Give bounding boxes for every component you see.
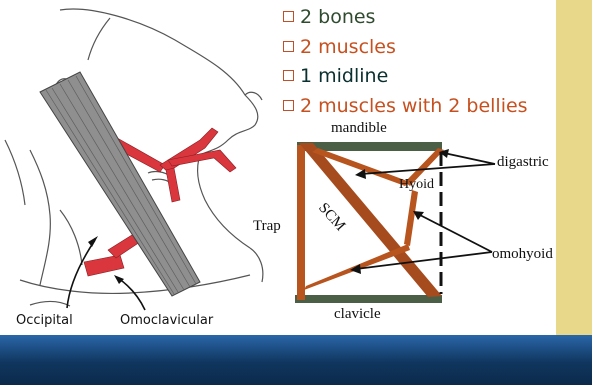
bullet-item: 2 bones	[283, 3, 528, 33]
bullet-item: 2 muscles with 2 bellies	[283, 92, 528, 122]
hyoid-label: Hyoid	[399, 177, 434, 193]
bullet-text: 2 muscles	[300, 36, 396, 58]
bullet-text: 1 midline	[300, 65, 388, 87]
mandible-label: mandible	[331, 120, 387, 137]
trapezius-band	[297, 145, 305, 300]
bullet-item: 2 muscles	[283, 33, 528, 63]
bullet-item: 1 midline	[283, 62, 528, 92]
bullet-square-icon	[283, 100, 294, 111]
bullet-list: 2 bones 2 muscles 1 midline 2 muscles wi…	[283, 3, 528, 121]
clavicle-label: clavicle	[334, 306, 381, 323]
bullet-text: 2 muscles with 2 bellies	[300, 95, 528, 117]
trap-label: Trap	[253, 218, 281, 235]
bullet-square-icon	[283, 70, 294, 81]
omoclavicular-label: Omoclavicular	[120, 313, 213, 328]
bullet-square-icon	[283, 41, 294, 52]
bullet-text: 2 bones	[300, 6, 375, 28]
bullet-square-icon	[283, 11, 294, 22]
omohyoid-label: omohyoid	[492, 246, 553, 263]
occipital-label: Occipital	[16, 313, 73, 328]
omohyoid-superior-belly	[404, 190, 418, 246]
digastric-label: digastric	[497, 154, 549, 171]
clavicle-bar	[295, 295, 442, 303]
